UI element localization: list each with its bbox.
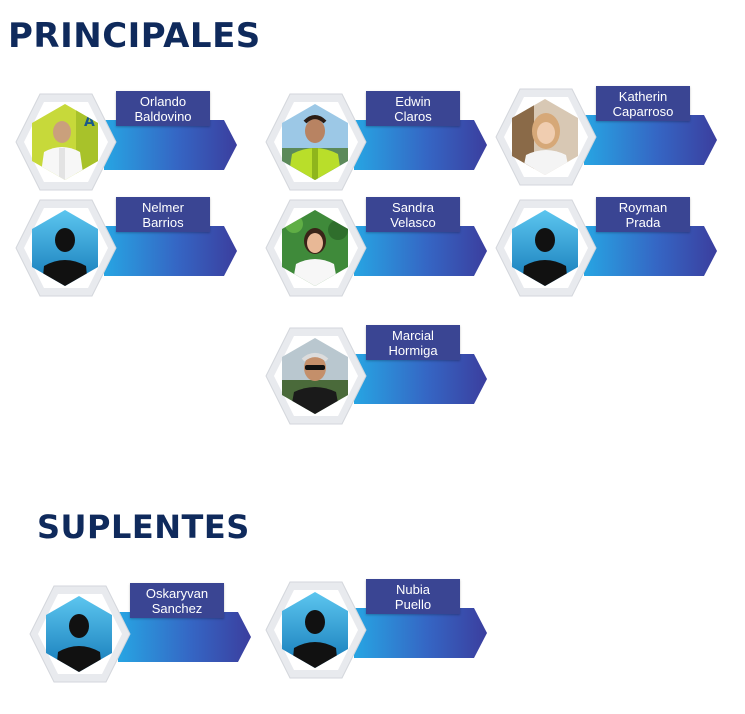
member-last-name: Barrios [142,214,184,230]
member-last-name: Sanchez [151,600,203,616]
suplentes-title: SUPLENTES [37,508,250,546]
member-card: Katherin Caparroso [492,83,717,191]
member-first-name: Orlando [139,93,187,109]
member-name-label: Marcial Hormiga [366,325,460,360]
member-card: A Orlando Baldovino [12,88,237,196]
svg-text:A: A [84,114,95,130]
member-name-label: Royman Prada [596,197,690,232]
member-card: Royman Prada [492,194,717,302]
member-card: Sandra Velasco [262,194,487,302]
member-name-label: Edwin Claros [366,91,460,126]
member-card: Nelmer Barrios [12,194,237,302]
member-card: Edwin Claros [262,88,487,196]
member-last-name: Puello [394,596,432,612]
member-last-name: Claros [394,108,432,124]
member-name-label: Orlando Baldovino [116,91,210,126]
member-last-name: Caparroso [612,103,674,119]
member-card: Nubia Puello [262,576,487,684]
member-name-label: Katherin Caparroso [596,86,690,121]
member-first-name: Katherin [618,88,668,104]
member-last-name: Hormiga [388,342,438,358]
member-first-name: Sandra [392,199,434,215]
member-card: Oskaryvan Sanchez [26,580,251,688]
member-name-label: Nelmer Barrios [116,197,210,232]
member-last-name: Baldovino [134,108,192,124]
member-first-name: Nubia [396,581,430,597]
member-first-name: Royman [618,199,668,215]
member-first-name: Marcial [392,327,434,343]
member-first-name: Edwin [395,93,431,109]
member-last-name: Velasco [390,214,436,230]
member-name-label: Nubia Puello [366,579,460,614]
principales-title: PRINCIPALES [8,16,261,56]
member-name-label: Oskaryvan Sanchez [130,583,224,618]
member-name-label: Sandra Velasco [366,197,460,232]
member-first-name: Oskaryvan [145,585,209,601]
member-last-name: Prada [625,214,661,230]
member-first-name: Nelmer [142,199,184,215]
member-card: Marcial Hormiga [262,322,487,430]
